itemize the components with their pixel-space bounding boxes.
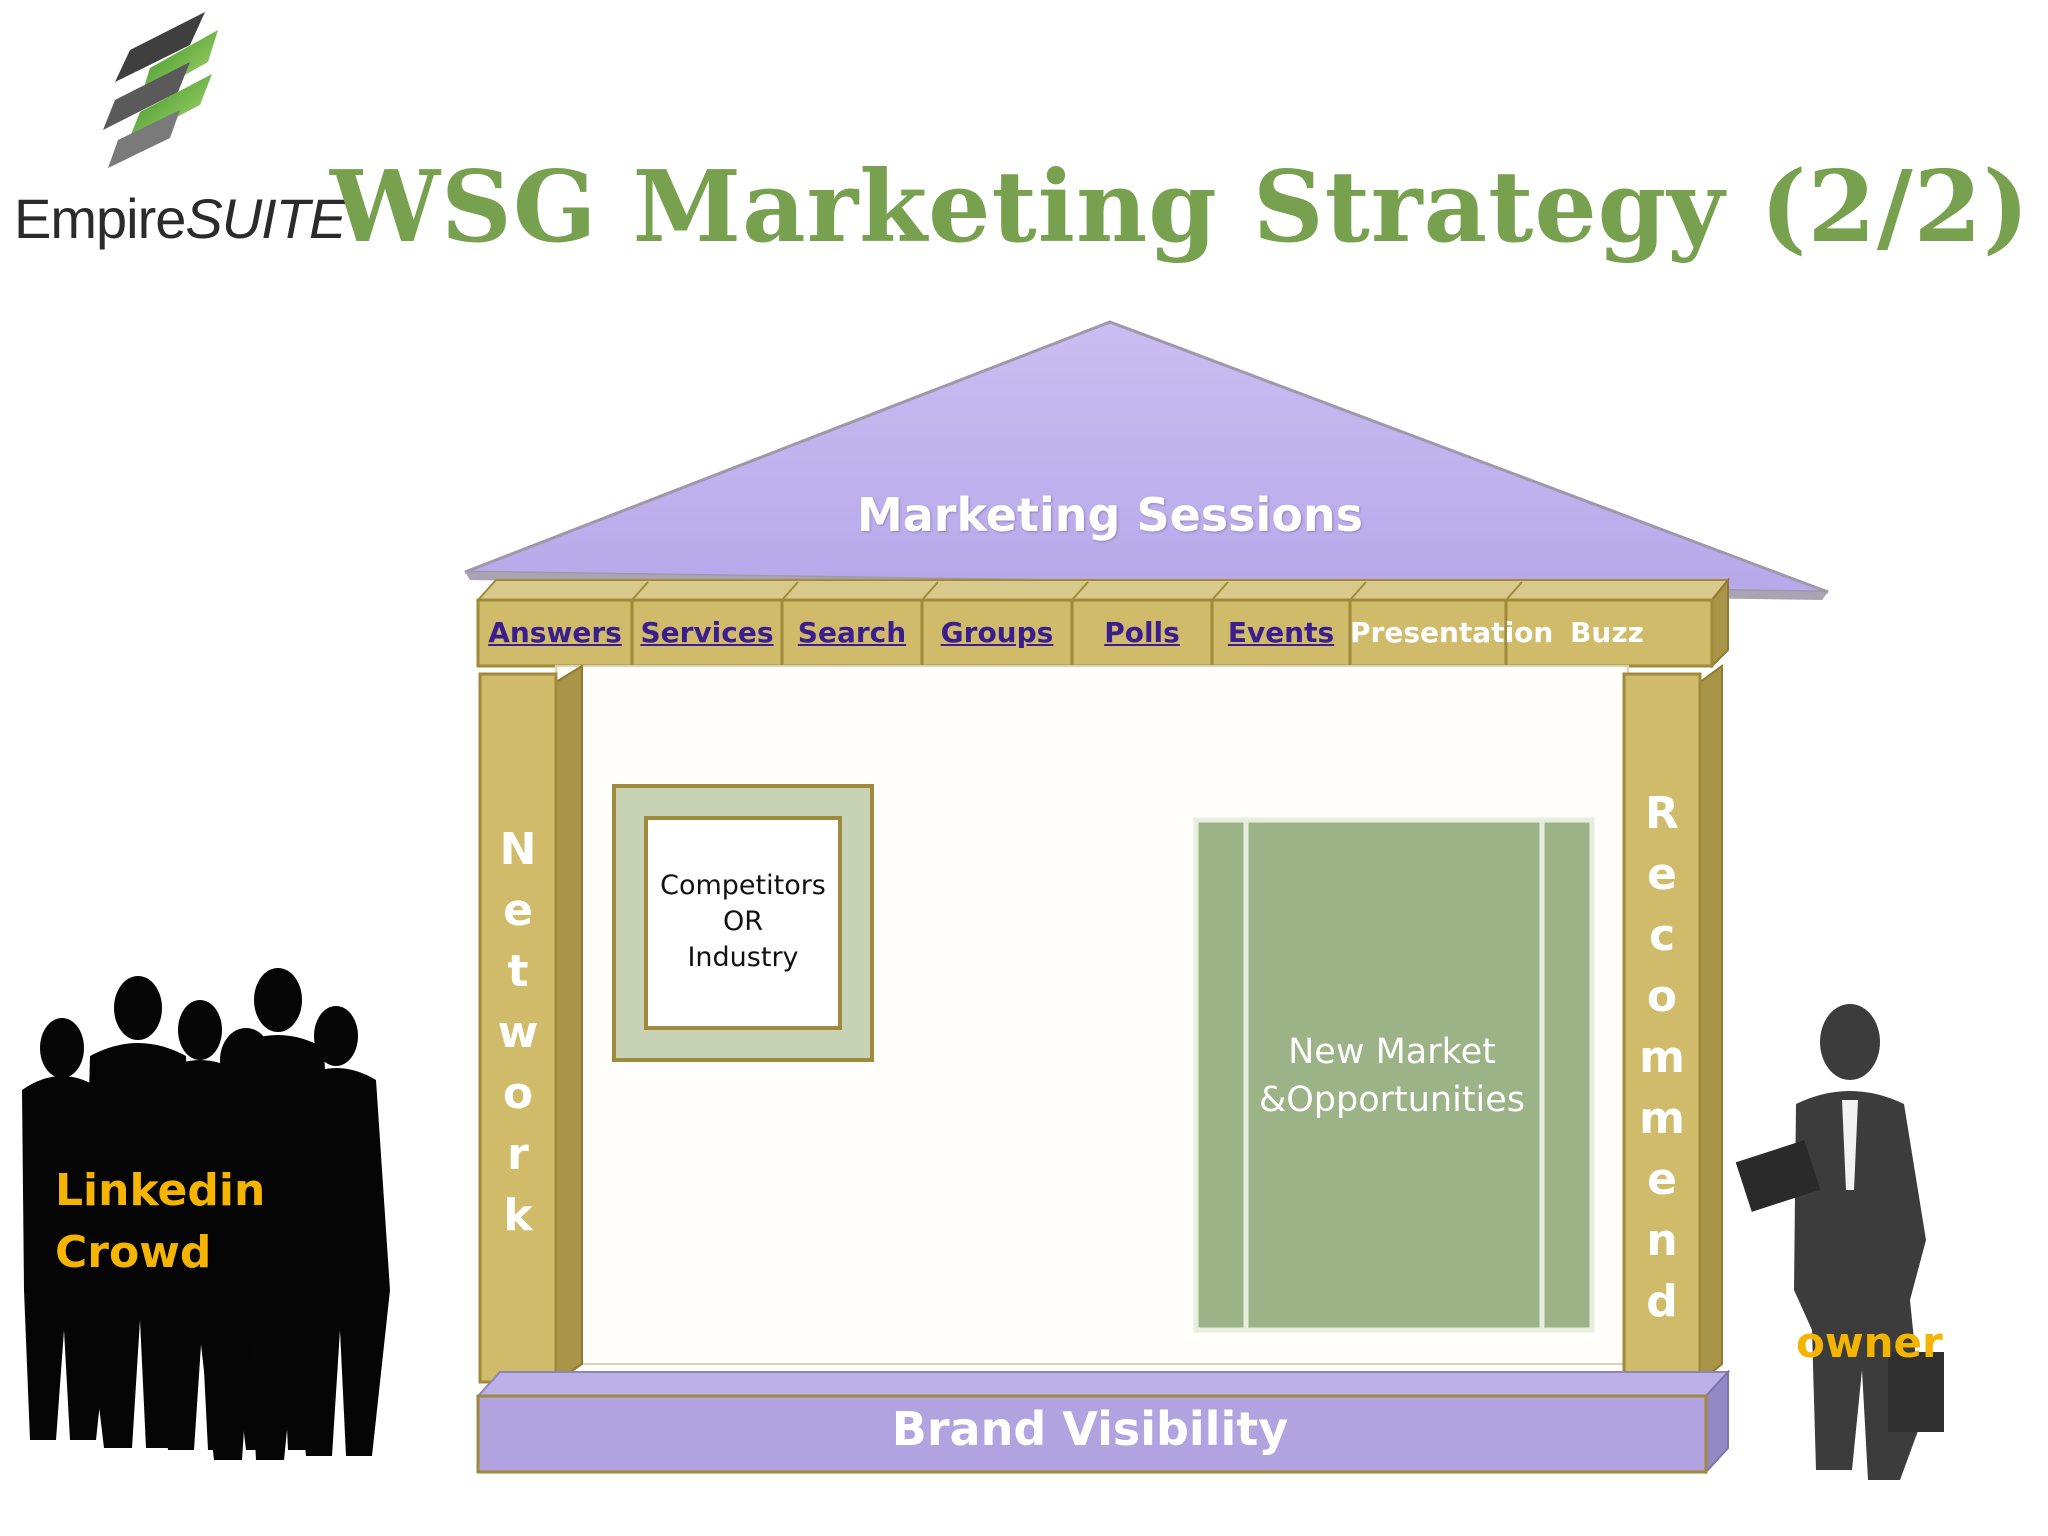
beam-item-presentation: Presentation [1350, 616, 1554, 649]
beam-divider-top [1071, 581, 1089, 601]
network-letter: r [507, 1129, 529, 1180]
competitors-line-3: Industry [687, 942, 799, 973]
foundation-label: Brand Visibility [891, 1402, 1289, 1456]
network-letter: w [497, 1007, 539, 1058]
recommend-letter: c [1648, 910, 1676, 961]
crowd-line-2: Crowd [55, 1227, 212, 1278]
competitors-label: Competitors OR Industry [646, 868, 840, 976]
new-market-line-1: New Market [1288, 1032, 1496, 1072]
recommend-letter: R [1645, 788, 1679, 839]
crowd-silhouette [22, 968, 390, 1460]
beam-dividers [630, 581, 1523, 666]
recommend-letter: e [1647, 1154, 1677, 1205]
beam-divider-top [1349, 581, 1367, 601]
crowd-line-1: Linkedin [55, 1165, 266, 1216]
roof-label: Marketing Sessions [856, 488, 1364, 542]
recommend-letter: d [1646, 1276, 1678, 1327]
beam-divider-top [781, 581, 799, 601]
beam-item-buzz: Buzz [1570, 616, 1644, 649]
empiresuite-logo-text: EmpireSUITE [14, 186, 346, 251]
beam-item-events[interactable]: Events [1227, 616, 1335, 649]
beam-item-groups[interactable]: Groups [940, 616, 1054, 649]
recommend-letter: m [1639, 1032, 1685, 1083]
network-letter: o [502, 1068, 534, 1119]
network-letter: N [499, 824, 537, 875]
network-letter: t [507, 946, 529, 997]
right-pillar [1622, 664, 1723, 1385]
roof [464, 320, 1829, 600]
beam-item-services[interactable]: Services [640, 616, 774, 649]
new-market-box [1193, 817, 1595, 1333]
recommend-letter: e [1647, 849, 1677, 900]
beam-divider-top [1505, 581, 1523, 601]
beam-divider-top [631, 581, 649, 601]
beam-item-search[interactable]: Search [797, 616, 907, 649]
page-title: WSG Marketing Strategy (2/2) [330, 150, 2031, 265]
crowd-label: Linkedin Crowd [55, 1160, 265, 1284]
beam-item-answers[interactable]: Answers [488, 616, 622, 649]
recommend-letter: n [1646, 1215, 1678, 1266]
empiresuite-logo-mark [103, 12, 218, 168]
logo-suite: SUITE [185, 187, 346, 250]
competitors-box [612, 784, 874, 1062]
new-market-label: New Market &Opportunities [1202, 1028, 1582, 1124]
beam-divider-top [1211, 581, 1229, 601]
logo-brand: Empire [14, 187, 186, 250]
beam-labels: Answers Services Search Groups Polls Events Pr… [478, 600, 1712, 666]
beam-divider-top [921, 581, 939, 601]
recommend-letter: o [1646, 971, 1678, 1022]
left-pillar [478, 664, 583, 1384]
network-letter: k [503, 1190, 533, 1241]
network-letter: e [503, 885, 533, 936]
new-market-line-2: &Opportunities [1258, 1080, 1526, 1120]
owner-silhouette [1735, 1004, 1944, 1480]
beam-item-polls[interactable]: Polls [1104, 616, 1180, 649]
competitors-line-1: Competitors [660, 870, 826, 901]
competitors-line-2: OR [722, 906, 763, 937]
recommend-letter: m [1639, 1093, 1685, 1144]
foundation [475, 1369, 1731, 1475]
owner-label: owner [1796, 1318, 1943, 1367]
